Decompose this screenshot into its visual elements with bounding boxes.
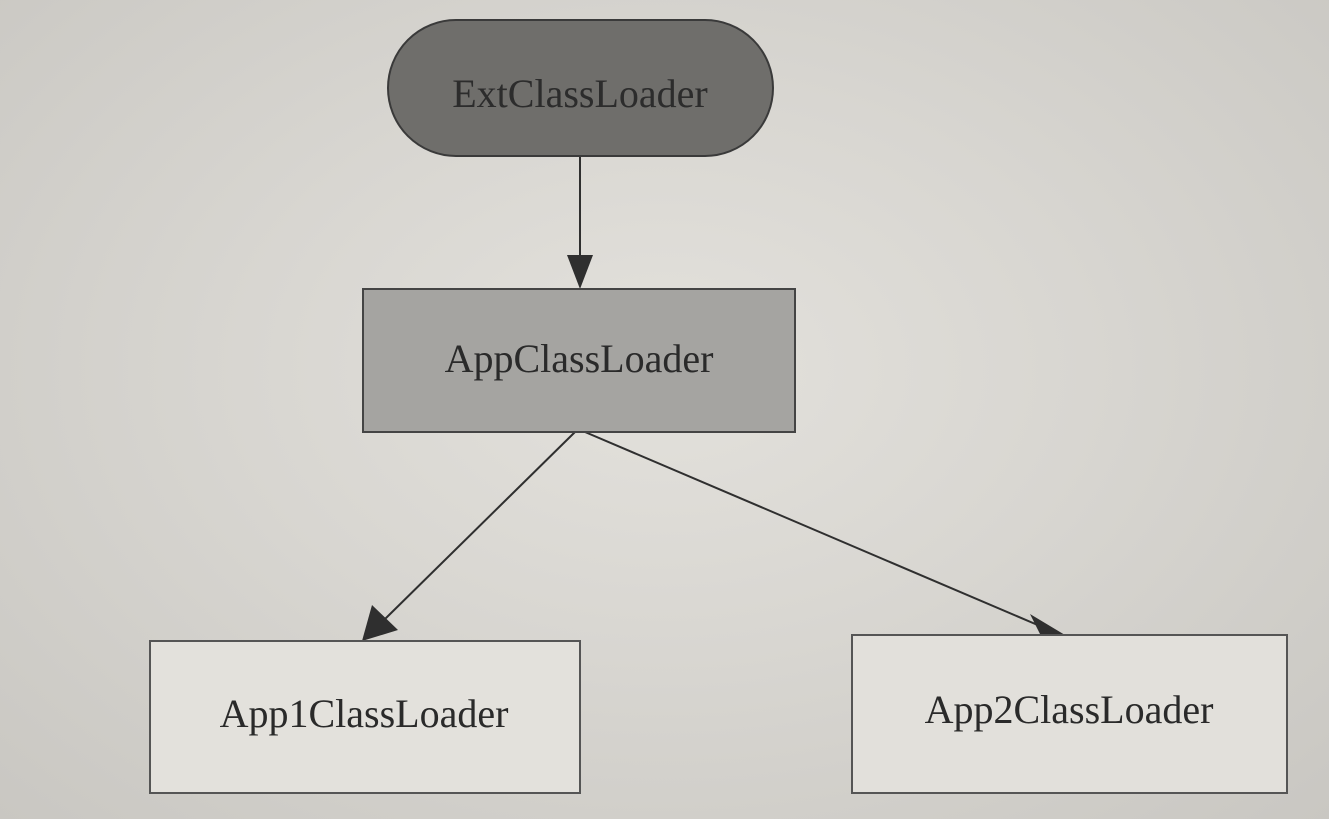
edge-app-to-app1 <box>383 431 576 621</box>
arrowhead-app-to-app1 <box>362 605 398 641</box>
node-app-class-loader: AppClassLoader <box>362 288 796 433</box>
node-ext-shape <box>387 19 774 157</box>
edge-app-to-app2 <box>584 431 1041 627</box>
arrowhead-ext-to-app <box>567 255 593 289</box>
node-app1-shape <box>149 640 581 794</box>
node-ext-class-loader: ExtClassLoader <box>387 19 774 157</box>
node-app1-class-loader: App1ClassLoader <box>149 640 581 794</box>
node-app2-shape <box>851 634 1288 794</box>
node-app2-label: App2ClassLoader <box>925 687 1214 732</box>
node-app-label: AppClassLoader <box>445 336 714 381</box>
node-app1-label: App1ClassLoader <box>220 691 509 736</box>
node-app-shape <box>362 288 796 433</box>
node-app2-class-loader: App2ClassLoader <box>851 634 1288 794</box>
node-ext-label: ExtClassLoader <box>452 71 708 116</box>
